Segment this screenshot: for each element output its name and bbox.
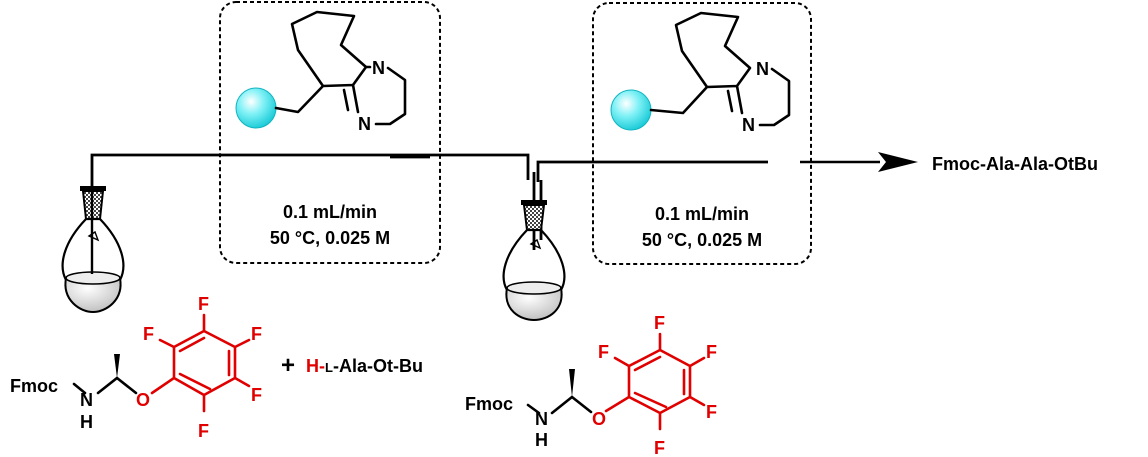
reagent-1-n: N (80, 390, 93, 410)
reagent-3-f-para: F (706, 402, 717, 422)
plus-sign: + (281, 352, 295, 379)
reagent-1-fmoc: Fmoc (10, 376, 58, 396)
resin-1-n-imine: N (358, 114, 371, 134)
reagent-1-f-top: F (198, 294, 209, 314)
reagent-1-structure (72, 313, 251, 413)
resin-2-n-top: N (756, 59, 769, 79)
reactor-1-flow-rate: 0.1 mL/min (283, 202, 377, 222)
reagent-3-n: N (535, 409, 548, 429)
reagent-3-structure (526, 332, 706, 431)
product-label: Fmoc-Ala-Ala-OtBu (932, 154, 1098, 174)
reactor-1-conditions: 50 °C, 0.025 M (270, 228, 390, 248)
reagent-3-f-top: F (654, 313, 665, 333)
resin-bead-2 (610, 89, 652, 131)
reagent-3-f-meta-right: F (706, 342, 717, 362)
flask-1 (61, 186, 125, 314)
reagent-1-f-meta-right: F (251, 324, 262, 344)
reactor-1-box (219, 1, 441, 264)
product-arrow (800, 152, 918, 172)
reagent-2-rest: -Ala-Ot-Bu (333, 356, 423, 376)
reactor-2-conditions: 50 °C, 0.025 M (642, 230, 762, 250)
reagent-1-oxygen: O (136, 390, 150, 410)
reagent-3-oxygen: O (592, 409, 606, 429)
reagent-2-h: H- (306, 356, 325, 376)
reagent-1-h: H (80, 412, 93, 432)
reagent-3-f-ortho-left: F (598, 342, 609, 362)
resin-bead-1 (235, 87, 277, 129)
reagent-1-f-para: F (251, 385, 262, 405)
reagent-2-l: L (325, 360, 333, 375)
resin-2-n-imine: N (742, 115, 755, 135)
flask-2 (502, 200, 566, 322)
reagent-1-f-bottom: F (198, 421, 209, 441)
reagent-2-label: H-L-Ala-Ot-Bu (306, 356, 423, 376)
reagent-3-fmoc: Fmoc (465, 394, 513, 414)
reagent-1-f-ortho-left: F (143, 324, 154, 344)
reactor-2-box (592, 2, 812, 265)
resin-structure-1 (235, 10, 407, 129)
resin-1-n-top: N (372, 58, 385, 78)
reagent-3-f-bottom: F (654, 438, 665, 457)
reactor-2-flow-rate: 0.1 mL/min (655, 204, 749, 224)
resin-structure-2 (610, 11, 791, 131)
reagent-3-h: H (535, 430, 548, 450)
